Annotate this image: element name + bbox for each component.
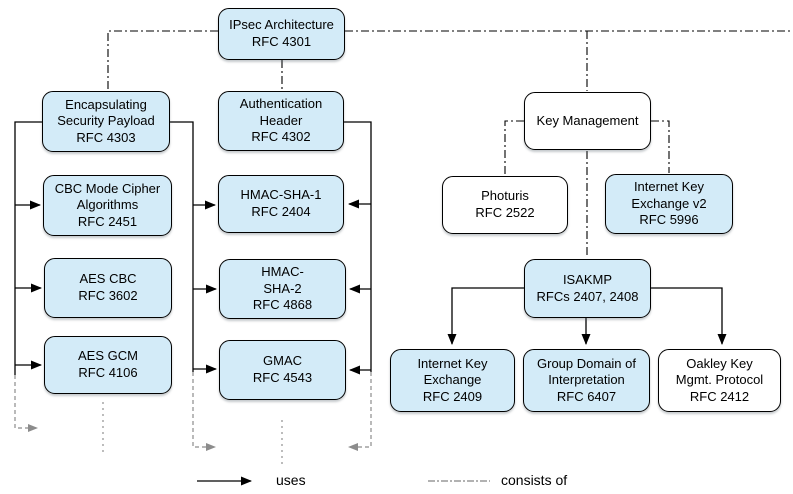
node-oakley-key-mgmt-protocol: Oakley Key Mgmt. Protocol RFC 2412 bbox=[658, 349, 781, 412]
continuation-esp-right-trunk bbox=[192, 372, 216, 451]
node-isakmp: ISAKMP RFCs 2407, 2408 bbox=[524, 259, 651, 318]
edge-keymgmt-to-photuris bbox=[504, 120, 524, 175]
node-key-management: Key Management bbox=[524, 92, 651, 150]
edge-keymgmt-to-ikev2 bbox=[651, 120, 670, 173]
node-authentication-header: Authentication Header RFC 4302 bbox=[218, 91, 344, 151]
node-ipsec-architecture: IPsec Architecture RFC 4301 bbox=[218, 8, 345, 60]
node-encapsulating-security-payload: Encapsulating Security Payload RFC 4303 bbox=[42, 91, 170, 152]
edge-ipsec-to-esp bbox=[107, 30, 218, 90]
node-aes-gcm: AES GCM RFC 4106 bbox=[44, 336, 172, 394]
node-aes-cbc: AES CBC RFC 3602 bbox=[44, 258, 172, 318]
node-hmac-sha-1: HMAC-SHA-1 RFC 2404 bbox=[218, 175, 344, 233]
node-internet-key-exchange-v2: Internet Key Exchange v2 RFC 5996 bbox=[605, 174, 733, 234]
trunk-esp-right bbox=[170, 121, 194, 372]
legend-consists-of-label: consists of bbox=[501, 472, 568, 488]
edge-isakmp-to-ike bbox=[447, 287, 524, 345]
edge-isakmp-to-oakley bbox=[651, 287, 727, 345]
continuation-esp-left-trunk bbox=[14, 375, 38, 432]
continuation-ah-right-trunk bbox=[348, 372, 372, 451]
node-internet-key-exchange: Internet Key Exchange RFC 2409 bbox=[390, 349, 515, 412]
trunk-esp-left bbox=[14, 121, 42, 375]
trunk-ah-right bbox=[344, 121, 372, 372]
node-gmac: GMAC RFC 4543 bbox=[219, 340, 346, 400]
node-cbc-mode-cipher: CBC Mode Cipher Algorithms RFC 2451 bbox=[43, 175, 172, 236]
node-group-domain-of-interpretation: Group Domain of Interpretation RFC 6407 bbox=[523, 349, 650, 412]
node-hmac-sha-2: HMAC- SHA-2 RFC 4868 bbox=[219, 259, 346, 319]
legend-uses-label: uses bbox=[276, 472, 306, 488]
node-photuris: Photuris RFC 2522 bbox=[442, 176, 568, 234]
